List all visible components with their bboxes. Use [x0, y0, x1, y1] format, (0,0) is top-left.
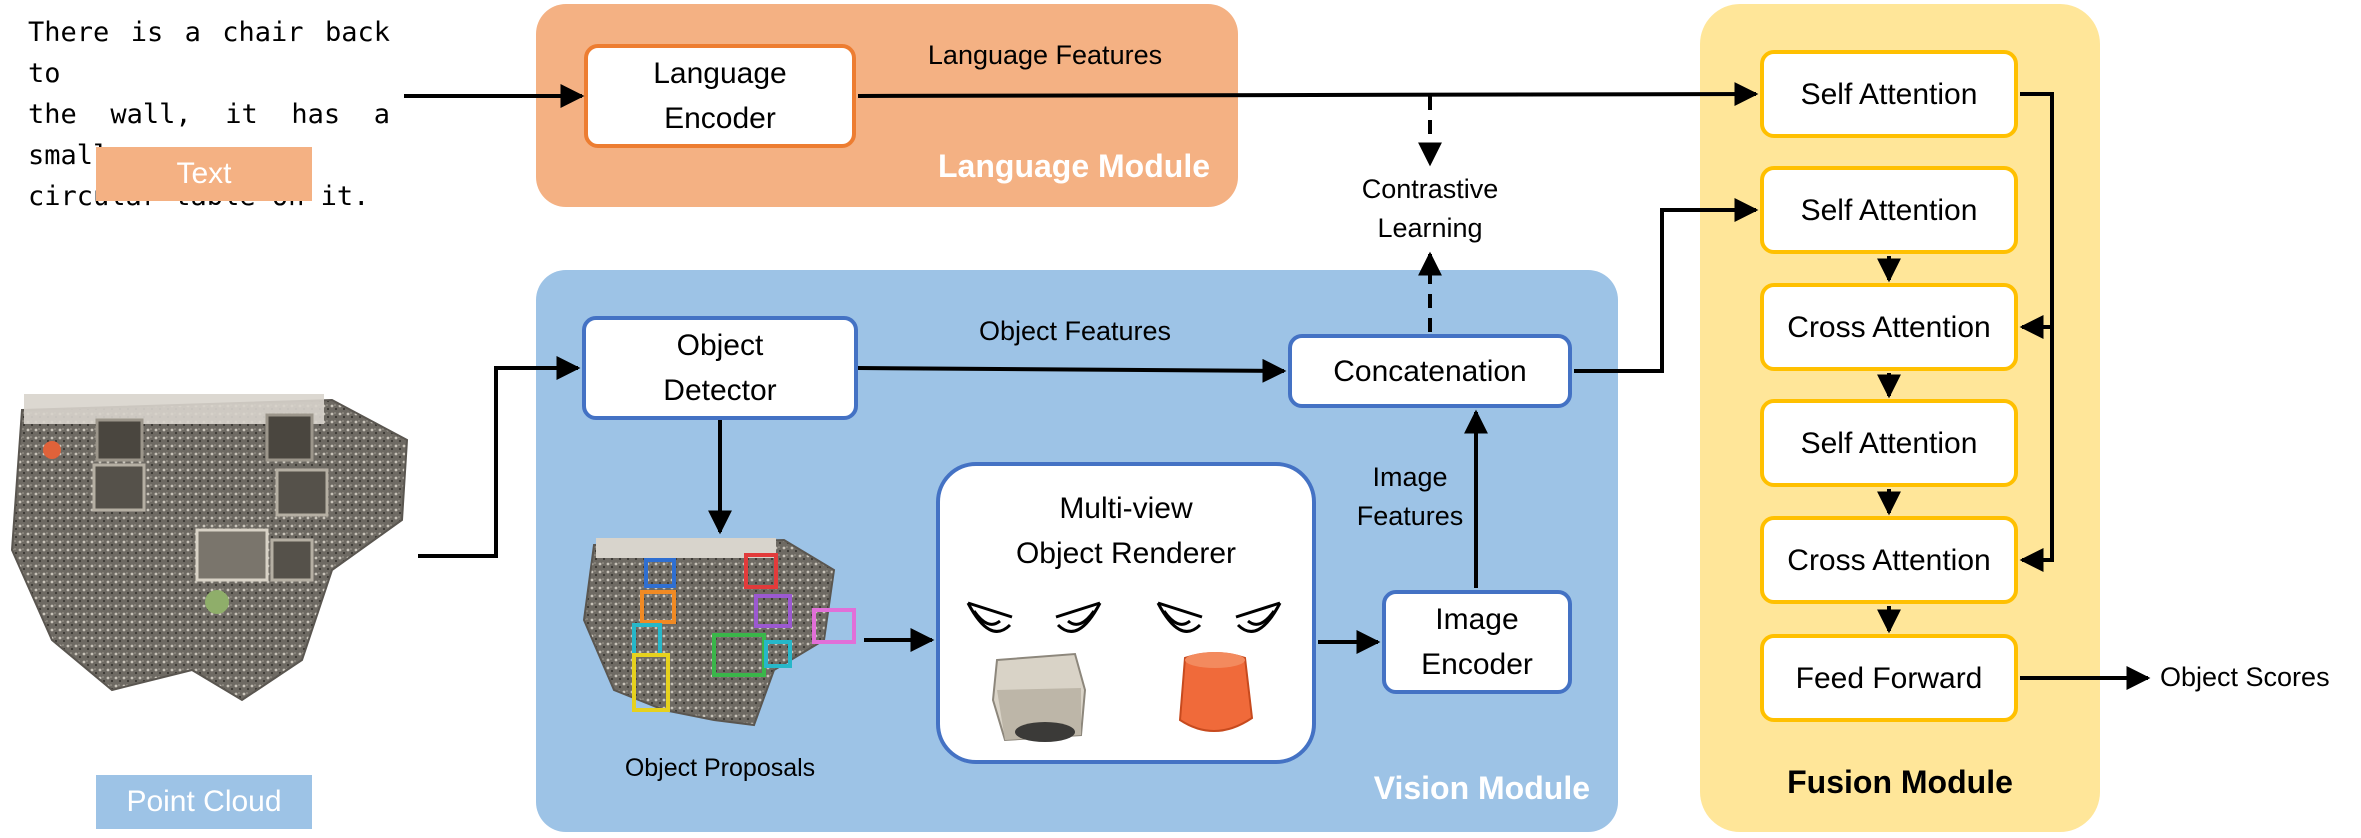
language-encoder-line: Encoder: [664, 102, 776, 135]
vision-module-title: Vision Module: [1373, 770, 1590, 806]
object-proposals-label: Object Proposals: [624, 754, 816, 782]
object-scores-label: Object Scores: [2160, 662, 2330, 692]
rendered-chair-image: [991, 652, 1087, 742]
eye-icon: [1156, 601, 1203, 633]
arrow-language-to-cross-2: [2019, 327, 2054, 572]
point-cloud-image: [10, 394, 409, 702]
eye-icon: [1055, 601, 1102, 633]
text-tag: Text: [96, 147, 312, 201]
object-detector-box: Object Detector: [582, 316, 858, 420]
camera-views-icons: [966, 601, 1282, 633]
concatenation-box: Concatenation: [1288, 334, 1572, 408]
contrastive-line: Learning: [1377, 213, 1483, 244]
language-encoder-line: Language: [653, 57, 787, 90]
language-encoder-box: Language Encoder: [584, 44, 856, 148]
fusion-module-title: Fusion Module: [1787, 764, 2013, 800]
contrastive-learning-label: Contrastive Learning: [1320, 170, 1540, 248]
arrow-language-to-cross-1: [2019, 92, 2054, 339]
image-encoder-box: Image Encoder: [1382, 590, 1572, 694]
image-encoder-line: Image: [1435, 603, 1519, 636]
arrow-language-features: [857, 82, 1759, 107]
object-detector-line: Object: [676, 329, 764, 362]
fusion-block: Cross Attention: [1760, 283, 2018, 371]
input-text-line: the wall, it has a small: [28, 99, 390, 171]
input-text-line: There is a chair back to: [28, 17, 390, 89]
arrow-concat-to-fusion: [1574, 198, 1759, 373]
language-module-title: Language Module: [938, 148, 1210, 184]
fusion-block: Feed Forward: [1760, 634, 2018, 722]
rendered-stool-image: [1178, 652, 1254, 732]
image-features-line: Features: [1356, 501, 1464, 532]
contrastive-line: Contrastive: [1361, 174, 1499, 204]
renderer-line: Multi-view: [1059, 492, 1193, 525]
image-encoder-line: Encoder: [1421, 648, 1533, 681]
eye-icon: [1235, 601, 1282, 633]
language-features-label: Language Features: [927, 40, 1163, 70]
fusion-block: Self Attention: [1760, 166, 2018, 254]
renderer-line: Object Renderer: [1015, 537, 1237, 570]
object-features-label: Object Features: [978, 316, 1172, 346]
arrow-detector-to-concat: [857, 358, 1287, 383]
image-features-label: Image Features: [1340, 458, 1480, 536]
object-detector-line: Detector: [663, 374, 777, 407]
object-proposals-image: [582, 538, 856, 727]
point-cloud-tag: Point Cloud: [96, 775, 312, 829]
fusion-block: Self Attention: [1760, 50, 2018, 138]
input-text: There is a chair back to the wall, it ha…: [28, 12, 390, 217]
image-features-line: Image: [1372, 462, 1448, 492]
fusion-block: Self Attention: [1760, 399, 2018, 487]
eye-icon: [966, 601, 1013, 633]
arrow-pointcloud-to-detector: [418, 356, 581, 558]
fusion-block: Cross Attention: [1760, 516, 2018, 604]
